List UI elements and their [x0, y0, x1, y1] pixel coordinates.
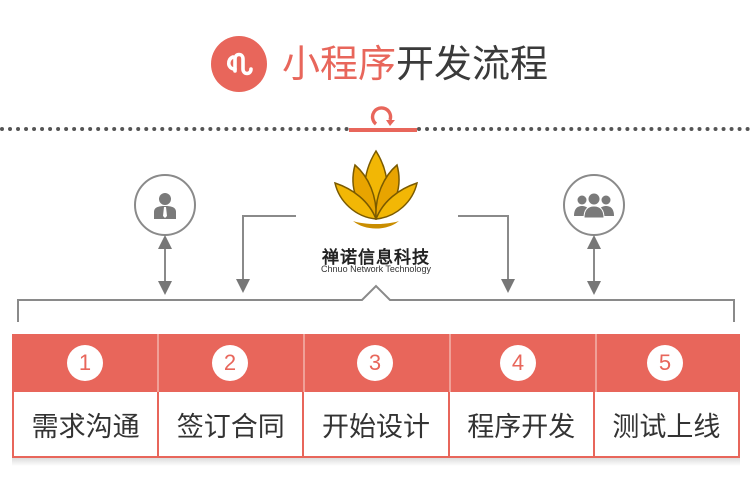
- client-person-icon: [134, 174, 196, 236]
- band-divider: [595, 334, 597, 392]
- band-divider: [303, 334, 305, 392]
- title-rest: 开发流程: [396, 42, 549, 86]
- steps-shadow: [12, 458, 740, 466]
- lotus-logo-icon: [331, 145, 421, 235]
- dotted-divider-right: [417, 127, 750, 131]
- step-number-4: 4: [500, 345, 536, 381]
- page-title: 小程序开发流程: [282, 38, 548, 90]
- step-label-2: 签订合同: [159, 392, 305, 456]
- steps-labels-row: 需求沟通 签订合同 开始设计 程序开发 测试上线: [12, 392, 740, 458]
- team-group-icon: [563, 174, 625, 236]
- step-label-3: 开始设计: [304, 392, 450, 456]
- step-label-1: 需求沟通: [14, 392, 160, 456]
- cycle-arrow-icon: [349, 104, 417, 134]
- title-accent: 小程序: [282, 42, 397, 86]
- company-name-cn: 禅诺信息科技: [322, 248, 430, 268]
- step-label-5: 测试上线: [612, 411, 721, 443]
- step-number-3: 3: [357, 345, 393, 381]
- step-label-4: 程序开发: [450, 392, 595, 456]
- mini-program-link-icon: [211, 36, 267, 92]
- band-divider: [449, 334, 451, 392]
- step-number-1: 1: [67, 345, 103, 381]
- band-divider: [157, 334, 159, 392]
- company-name-en: Chnuo Network Technology: [321, 264, 431, 274]
- step-number-2: 2: [212, 345, 248, 381]
- dotted-divider-left: [0, 127, 349, 131]
- step-number-5: 5: [647, 345, 683, 381]
